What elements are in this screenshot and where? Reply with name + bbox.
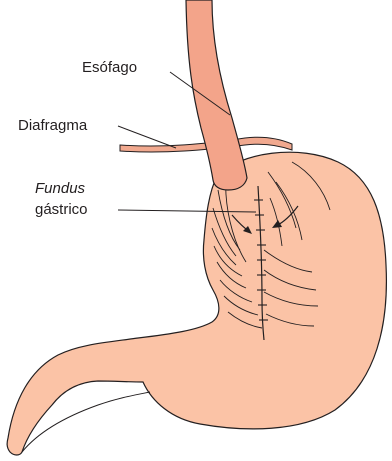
- esophagus-label: Esófago: [82, 59, 137, 77]
- fundus-label-line1: Fundus: [35, 180, 85, 198]
- esophagus: [186, 0, 247, 190]
- fundus-label-line2: gástrico: [35, 201, 88, 219]
- diaphragm-label: Diafragma: [18, 117, 87, 135]
- diaphragm-leader-line: [118, 126, 176, 148]
